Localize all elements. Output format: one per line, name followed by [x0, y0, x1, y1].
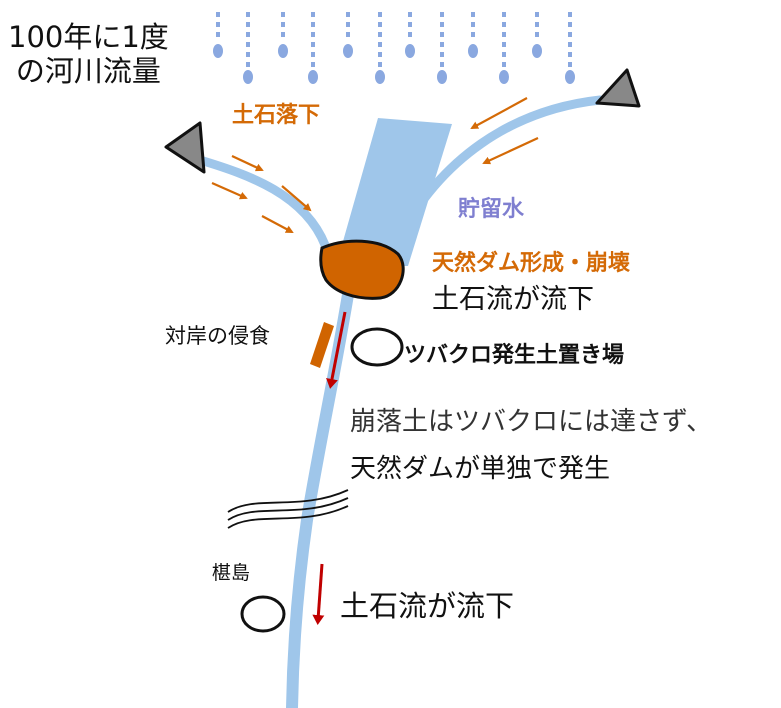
debris-flow-label-lower: 土石流が流下	[340, 589, 515, 623]
rain-drop-icon	[499, 70, 509, 84]
rain-drop-icon	[343, 44, 353, 58]
debris-flow-label-upper: 土石流が流下	[432, 284, 594, 315]
rain-drop-icon	[278, 44, 288, 58]
rain-drop-icon	[375, 70, 385, 84]
break-symbol	[227, 489, 349, 529]
rain-drop-icon	[213, 44, 223, 58]
rain-drop-icon	[308, 70, 318, 84]
mountain-left-icon	[164, 121, 206, 174]
mountain-right-icon	[595, 68, 641, 108]
rain-drop-icon	[532, 44, 542, 58]
place-marker	[240, 595, 286, 633]
rain-drop-icon	[468, 44, 478, 58]
disposal-site-marker	[350, 327, 404, 367]
disposal-site-label: ツバクロ発生土置き場	[404, 343, 625, 368]
debris-flow-arrow-lower	[312, 563, 325, 625]
bank-erosion-label: 対岸の侵食	[165, 324, 270, 348]
stored-water-body	[336, 118, 452, 266]
rain-drop-icon	[243, 70, 253, 84]
left-tributary	[195, 155, 330, 250]
note-line2: 天然ダムが単独で発生	[350, 454, 611, 484]
place-label: 椹島	[212, 562, 251, 584]
rain-label-line1: 100年に1度	[8, 20, 169, 54]
natural-dam-shape	[319, 239, 405, 300]
rain-drop-icon	[437, 70, 447, 84]
sediment-fall-arrows	[211, 155, 312, 233]
stored-water-label: 貯留水	[458, 197, 525, 222]
rain-drop-icon	[565, 70, 575, 84]
debris-flow-arrow-upper	[326, 311, 347, 389]
rain-label-line2: の河川流量	[15, 54, 161, 88]
rain-group	[213, 12, 575, 84]
bank-erosion-bar	[310, 322, 334, 368]
note-line1: 崩落土はツバクロには達さず、	[350, 407, 713, 437]
dam-formation-label: 天然ダム形成・崩壊	[432, 251, 631, 276]
inflow-arrows-right	[470, 97, 539, 165]
rain-drop-icon	[405, 44, 415, 58]
rain-flow-label: 100年に1度 の河川流量	[8, 20, 169, 88]
sediment-fall-label: 土石落下	[232, 103, 321, 128]
